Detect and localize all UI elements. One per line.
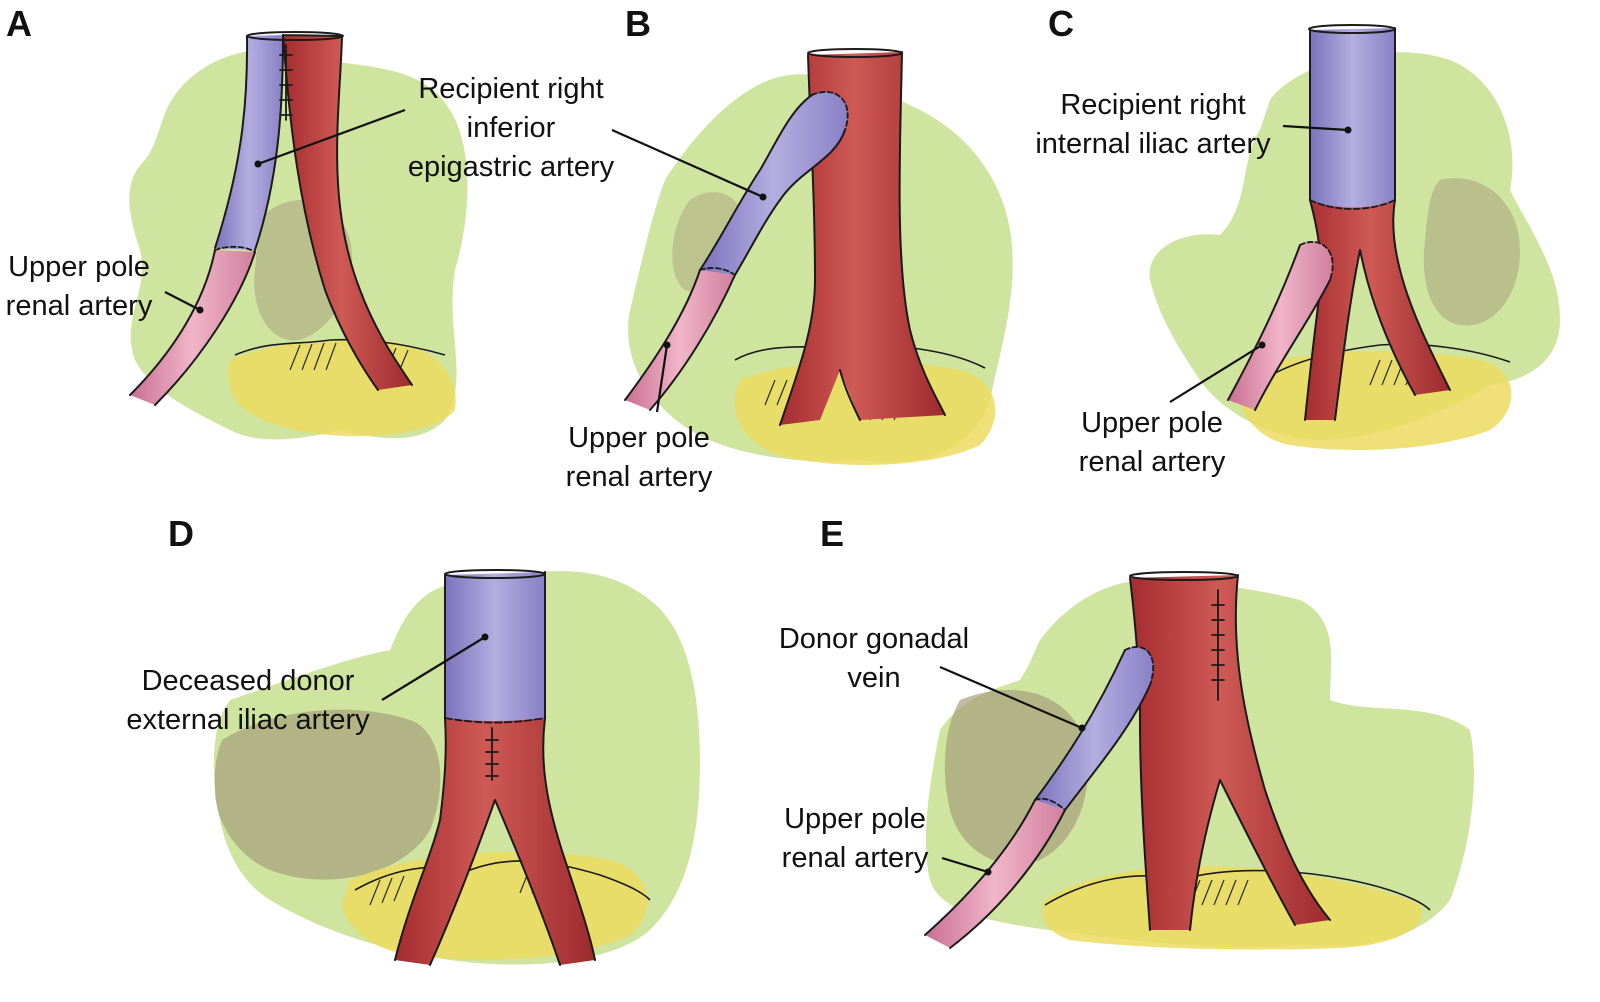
label-epigastric-artery-a: epigastric artery — [408, 151, 615, 183]
label-upper-pole-e: Upper pole — [784, 803, 926, 835]
renal-artery-c — [1228, 241, 1333, 410]
label-internal-iliac-artery-c: internal iliac artery — [1035, 128, 1271, 160]
panel-e: E Donor gonadal vein Upper pole renal ar… — [779, 513, 1474, 950]
fat-yellow-d — [342, 851, 648, 960]
panel-letter-e: E — [820, 513, 844, 554]
panel-c: C Recipient right internal iliac artery … — [1035, 3, 1560, 478]
tissue-olive-d — [214, 709, 441, 880]
label-inferior-a: inferior — [467, 112, 556, 144]
renal-artery-b — [625, 270, 735, 410]
label-recipient-right-a: Recipient right — [418, 73, 603, 105]
panel-letter-d: D — [168, 513, 194, 554]
panel-d: D Deceased donor external iliac artery — [126, 513, 700, 966]
label-vein-e: vein — [847, 662, 900, 694]
label-renal-artery-e: renal artery — [782, 842, 929, 874]
panel-letter-b: B — [625, 3, 651, 44]
red-artery-a — [283, 35, 412, 390]
label-renal-artery-c: renal artery — [1079, 446, 1226, 478]
purple-graft-d — [445, 572, 545, 721]
panel-b: B Upper pole renal artery — [566, 3, 1013, 493]
purple-graft-e — [1035, 646, 1154, 810]
panel-a: A Recipient right inferior epigastric ar… — [6, 3, 615, 440]
renal-artery-a — [130, 250, 255, 405]
label-upper-pole-b: Upper pole — [568, 422, 710, 454]
label-external-iliac-artery-d: external iliac artery — [126, 704, 370, 736]
purple-graft-c — [1310, 28, 1395, 208]
purple-graft-a — [215, 35, 283, 250]
label-donor-gonadal-e: Donor gonadal — [779, 623, 969, 655]
renal-artery-e — [925, 800, 1065, 948]
label-renal-artery-a: renal artery — [6, 290, 153, 322]
tissue-olive-c — [1423, 178, 1520, 326]
panel-letter-c: C — [1048, 3, 1074, 44]
panel-letter-a: A — [6, 3, 32, 44]
label-recipient-right-c: Recipient right — [1060, 89, 1245, 121]
label-upper-pole-c: Upper pole — [1081, 407, 1223, 439]
fat-yellow-e — [1042, 866, 1422, 950]
label-deceased-donor-d: Deceased donor — [142, 665, 355, 697]
purple-graft-b — [700, 91, 848, 275]
label-renal-artery-b: renal artery — [566, 461, 713, 493]
red-artery-e — [1130, 575, 1330, 930]
label-upper-pole-a: Upper pole — [8, 251, 150, 283]
